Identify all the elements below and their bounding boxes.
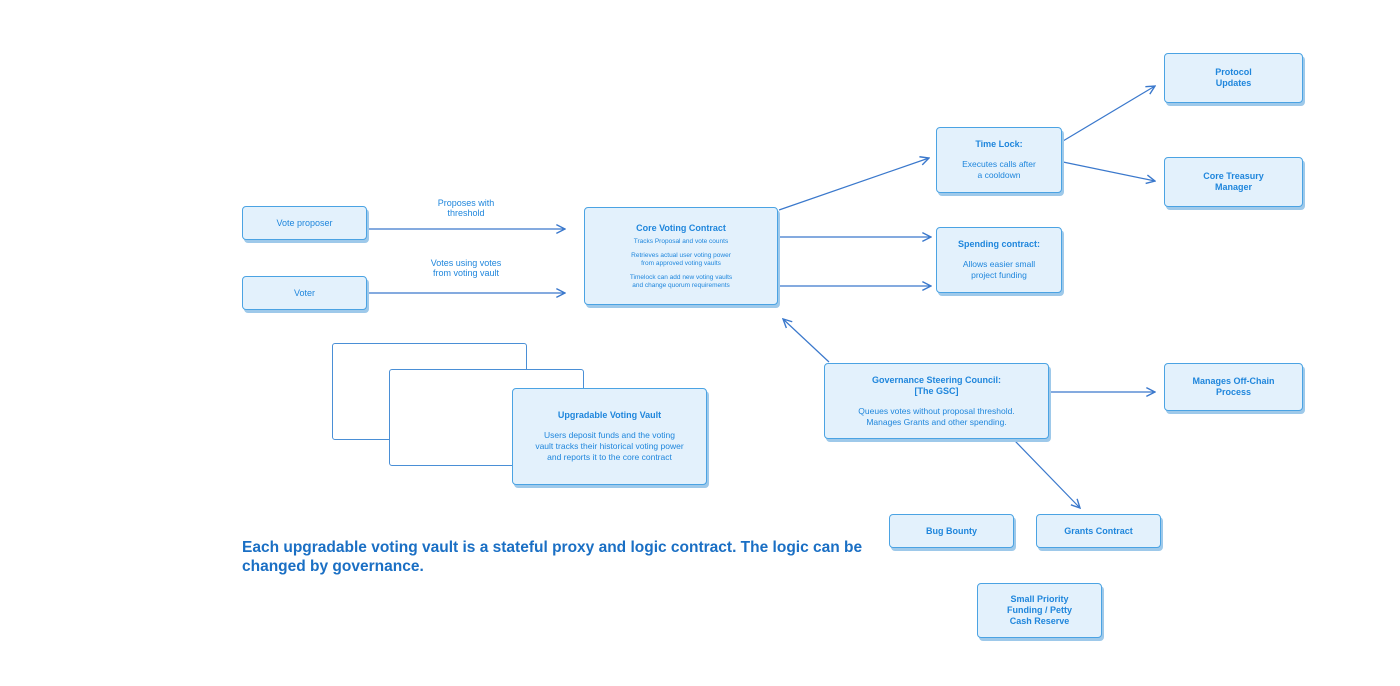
core-treasury-title: Core Treasury Manager	[1203, 171, 1264, 192]
node-spending-contract: Spending contract: Allows easier small p…	[936, 227, 1062, 293]
node-time-lock: Time Lock: Executes calls after a cooldo…	[936, 127, 1062, 193]
node-bug-bounty: Bug Bounty	[889, 514, 1014, 548]
node-grants-contract: Grants Contract	[1036, 514, 1161, 548]
spending-body: Allows easier small project funding	[962, 259, 1036, 280]
voting-vault-title: Upgradable Voting Vault	[557, 410, 662, 420]
arrow-timelock-to-treasury	[1062, 161, 1155, 181]
node-voter-label: Voter	[293, 287, 315, 298]
node-protocol-updates: Protocol Updates	[1164, 53, 1303, 103]
time-lock-body: Executes calls after a cooldown	[962, 159, 1036, 180]
edge-label-proposes: Proposes with threshold	[437, 198, 495, 218]
arrow-gsc-to-core	[783, 319, 830, 363]
petty-cash-title: Small Priority Funding / Petty Cash Rese…	[1007, 594, 1072, 626]
core-voting-line-1: Tracks Proposal and vote counts	[633, 237, 729, 245]
voting-vault-body: Users deposit funds and the voting vault…	[535, 430, 684, 462]
node-gsc: Governance Steering Council: [The GSC] Q…	[824, 363, 1049, 439]
time-lock-title: Time Lock:	[975, 139, 1023, 149]
node-vote-proposer: Vote proposer	[242, 206, 367, 240]
node-offchain-process: Manages Off-Chain Process	[1164, 363, 1303, 411]
diagram-caption: Each upgradable voting vault is a statef…	[242, 539, 863, 575]
grants-title: Grants Contract	[1064, 525, 1133, 536]
node-voter: Voter	[242, 276, 367, 310]
bug-bounty-title: Bug Bounty	[926, 525, 977, 536]
spending-title: Spending contract:	[957, 239, 1040, 249]
core-voting-line-2: Retrieves actual user voting power from …	[631, 251, 731, 267]
protocol-updates-title: Protocol Updates	[1215, 67, 1252, 88]
core-voting-title: Core Voting Contract	[636, 222, 726, 233]
offchain-title: Manages Off-Chain Process	[1192, 376, 1275, 397]
arrow-timelock-to-protocol	[1062, 86, 1155, 142]
arrow-gsc-to-grants	[1014, 440, 1080, 508]
node-petty-cash-reserve: Small Priority Funding / Petty Cash Rese…	[977, 583, 1102, 638]
gsc-title: Governance Steering Council: [The GSC]	[871, 374, 1002, 396]
edge-label-votes: Votes using votes from voting vault	[430, 258, 502, 278]
node-core-treasury-manager: Core Treasury Manager	[1164, 157, 1303, 207]
gsc-body: Queues votes without proposal threshold.…	[858, 405, 1015, 427]
arrow-core-to-timelock	[778, 158, 929, 211]
node-core-voting-contract: Core Voting Contract Tracks Proposal and…	[584, 207, 778, 305]
core-voting-line-3: Timelock can add new voting vaults and c…	[629, 273, 733, 289]
node-vote-proposer-label: Vote proposer	[276, 217, 333, 228]
node-upgradable-voting-vault: Upgradable Voting Vault Users deposit fu…	[512, 388, 707, 485]
